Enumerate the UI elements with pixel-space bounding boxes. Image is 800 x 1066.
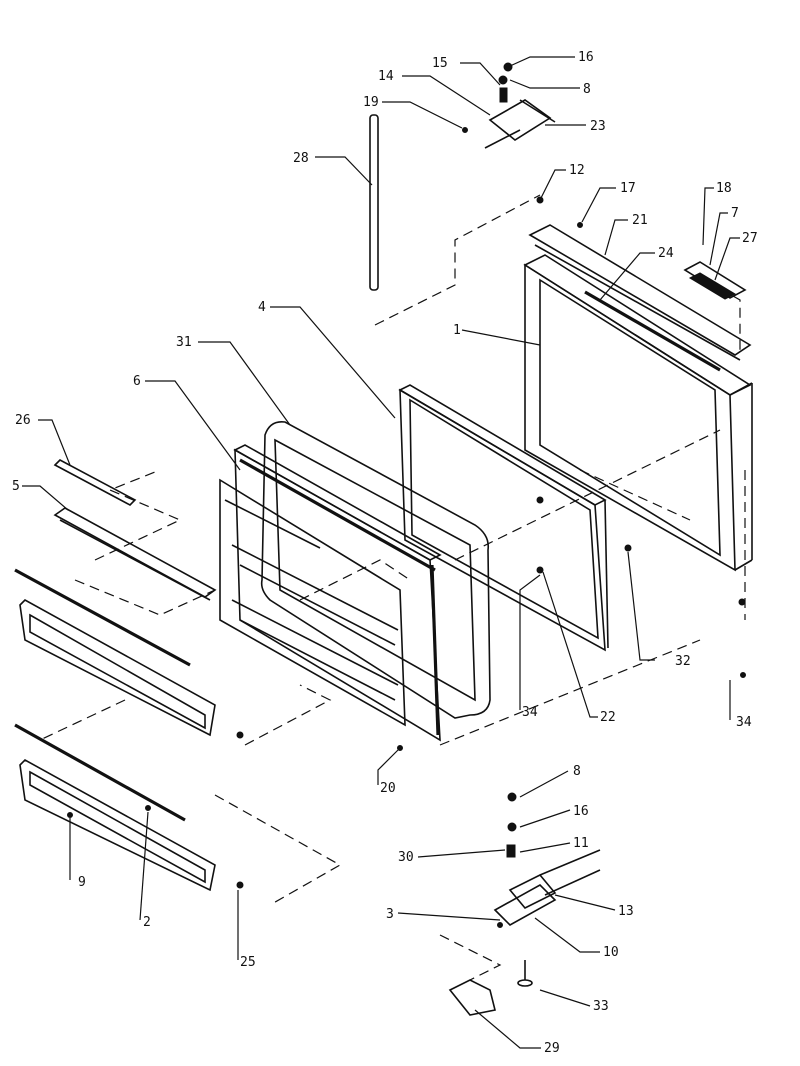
callout-14: 14 [378, 69, 394, 84]
callout-15: 15 [432, 56, 448, 71]
callout-32: 32 [675, 654, 691, 669]
callout-27: 27 [742, 231, 758, 246]
callout-34b: 34 [736, 715, 752, 730]
callout-5: 5 [12, 479, 20, 494]
callout-11: 11 [573, 836, 589, 851]
callout-23: 23 [590, 119, 606, 134]
liner-shelf-ribs [224, 499, 399, 701]
callout-24: 24 [658, 246, 674, 261]
inner-door-liner [219, 444, 442, 742]
callout-20: 20 [380, 781, 396, 796]
assembly-dashed-lines [39, 194, 746, 981]
callout-2: 2 [143, 915, 151, 930]
callout-4: 4 [258, 300, 266, 315]
callout-26: 26 [15, 413, 31, 428]
lower-door-bin [14, 723, 216, 892]
callout-labels: 16 8 15 14 19 23 28 12 17 21 24 18 7 27 … [12, 50, 758, 1056]
callout-8b: 8 [573, 764, 581, 779]
bottom-hinge-assembly [493, 792, 601, 987]
callout-3: 3 [386, 907, 394, 922]
upper-door-bin [14, 568, 216, 737]
callout-28: 28 [293, 151, 309, 166]
leader-lines [22, 56, 740, 1049]
top-trim-strip [528, 224, 752, 372]
callout-22: 22 [600, 710, 616, 725]
screws [67, 127, 746, 928]
hinge-cover [683, 261, 747, 300]
callout-29: 29 [544, 1041, 560, 1056]
callout-31: 31 [176, 335, 192, 350]
callout-16b: 16 [573, 804, 589, 819]
callout-13: 13 [618, 904, 634, 919]
callout-21: 21 [632, 213, 648, 228]
callout-18: 18 [716, 181, 732, 196]
callout-16a: 16 [578, 50, 594, 65]
outer-door-panel [260, 420, 491, 719]
bin-trim-26 [53, 459, 137, 506]
callout-19: 19 [363, 95, 379, 110]
callout-33: 33 [593, 999, 609, 1014]
back-panel [523, 254, 753, 572]
callout-25: 25 [240, 955, 256, 970]
callout-8a: 8 [583, 82, 591, 97]
callout-12: 12 [569, 163, 585, 178]
callout-34a: 34 [522, 705, 538, 720]
callout-1: 1 [453, 323, 461, 338]
top-hinge-assembly [484, 62, 556, 149]
door-gasket [398, 384, 609, 652]
callout-9: 9 [78, 875, 86, 890]
callout-7: 7 [731, 206, 739, 221]
handle-rod [369, 114, 379, 291]
callout-17: 17 [620, 181, 636, 196]
shelf-5 [53, 507, 217, 601]
bracket-29 [448, 979, 496, 1016]
callout-30: 30 [398, 850, 414, 865]
callout-6: 6 [133, 374, 141, 389]
callout-10: 10 [603, 945, 619, 960]
